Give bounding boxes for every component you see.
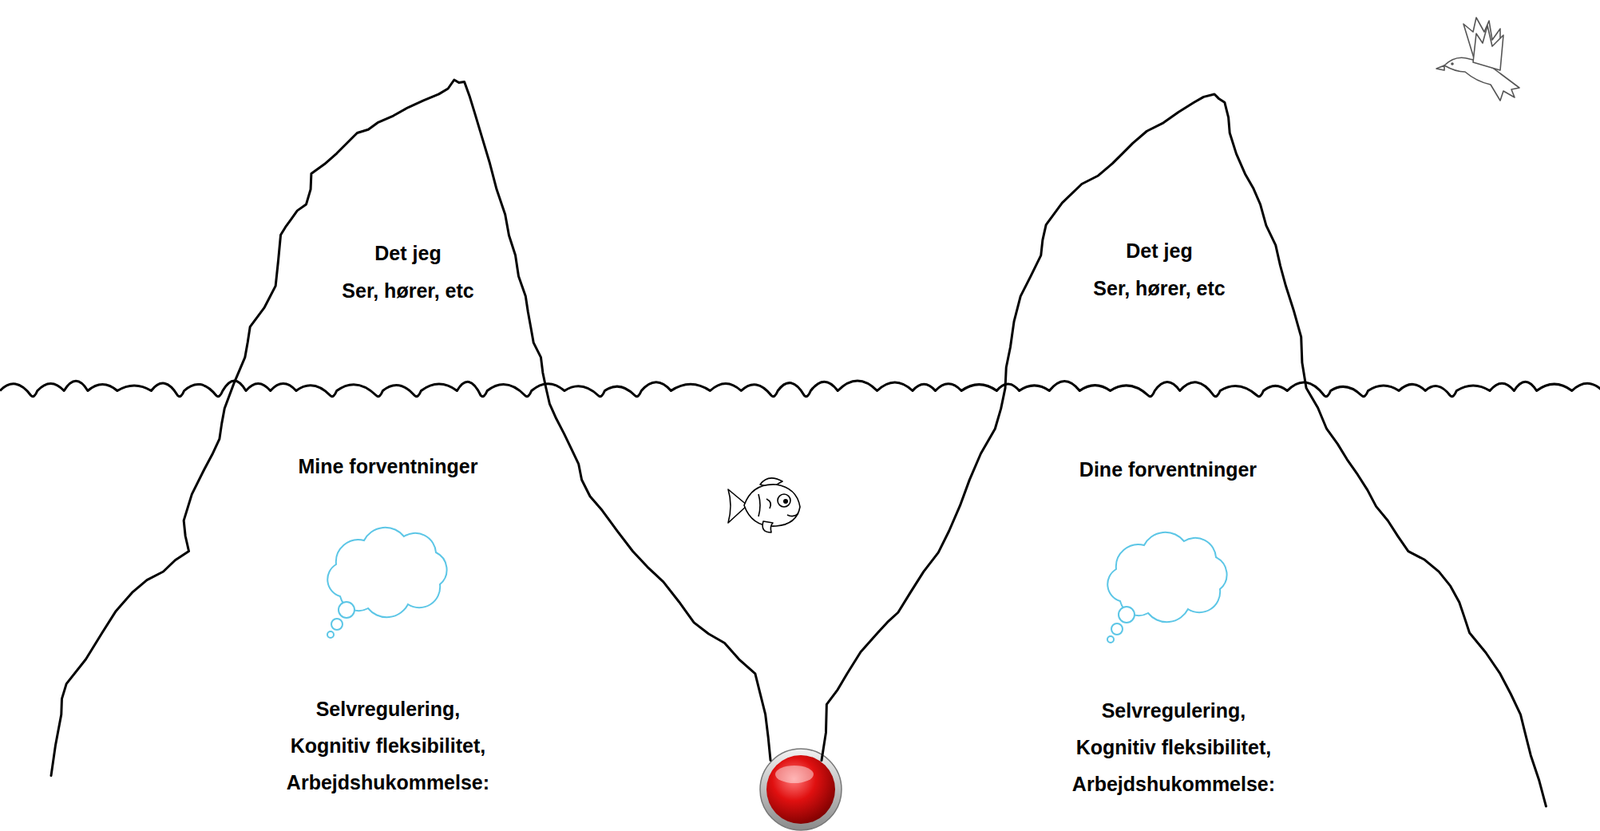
iceberg-outline: [821, 94, 1546, 807]
dove-beak: [1436, 65, 1445, 71]
button-ring: [760, 748, 842, 831]
fish-icon: [728, 478, 800, 533]
text-line: Selvregulering,: [1072, 692, 1276, 729]
dove-eye: [1450, 62, 1454, 66]
text-line: Arbejdshukommelse:: [1072, 765, 1276, 803]
fish: [728, 478, 800, 533]
text-line: Mine forventninger: [297, 454, 478, 479]
cloud-bubble: [327, 631, 334, 638]
fish-pupil: [783, 499, 789, 504]
text-line: Det jeg: [1093, 232, 1225, 270]
text-line: Ser, hører, etc: [341, 272, 474, 310]
water-line: [0, 380, 1600, 397]
thought-clouds: [327, 527, 1228, 643]
fish-body: [744, 484, 800, 527]
iceberg: Det jeg Ser, hører, etcMine forventninge…: [46, 75, 776, 781]
executive-functions-text: Selvregulering, Kognitiv fleksibilitet, …: [1072, 692, 1276, 803]
perception-text: Det jeg Ser, hører, etc: [341, 234, 474, 310]
cloud-body: [327, 527, 447, 618]
button-highlight: [775, 765, 814, 784]
fish-mouth: [787, 513, 799, 517]
dove-icon: [1436, 17, 1520, 101]
expectations-heading: Mine forventninger: [297, 454, 478, 479]
dove: [1436, 17, 1520, 101]
fish-fin: [762, 521, 773, 533]
fish-side-fin: [766, 499, 771, 509]
text-line: Ser, hører, etc: [1093, 269, 1225, 308]
expectations-heading: Dine forventninger: [1079, 457, 1257, 482]
cloud-body: [1107, 532, 1227, 622]
thought-cloud: [1107, 532, 1228, 643]
iceberg-outline: [51, 79, 771, 777]
cloud-bubble: [338, 601, 355, 618]
text-line: Kognitiv fleksibilitet,: [286, 727, 490, 765]
cloud-bubble: [1107, 636, 1114, 643]
text-line: Selvregulering,: [286, 690, 490, 728]
red-button: [760, 748, 842, 831]
iceberg-outline: [46, 75, 776, 781]
text-line: Kognitiv fleksibilitet,: [1072, 728, 1276, 766]
executive-functions-text: Selvregulering, Kognitiv fleksibilitet, …: [286, 690, 490, 801]
text-line: Det jeg: [341, 234, 474, 273]
dove-wing: [1473, 25, 1504, 71]
button-face: [766, 755, 836, 824]
cloud-bubble: [1111, 623, 1123, 635]
thought-cloud: [327, 527, 448, 638]
iceberg: Det jeg Ser, hører, etcDine forventninge…: [816, 89, 1551, 812]
cloud-bubble: [1118, 606, 1135, 623]
fish-eye: [777, 494, 791, 507]
text-line: Arbejdshukommelse:: [286, 764, 490, 801]
text-line: Dine forventninger: [1079, 457, 1257, 482]
cloud-bubble: [331, 618, 343, 630]
perception-text: Det jeg Ser, hører, etc: [1093, 232, 1225, 308]
fish-gill: [758, 494, 761, 517]
water-line: [0, 380, 1600, 397]
